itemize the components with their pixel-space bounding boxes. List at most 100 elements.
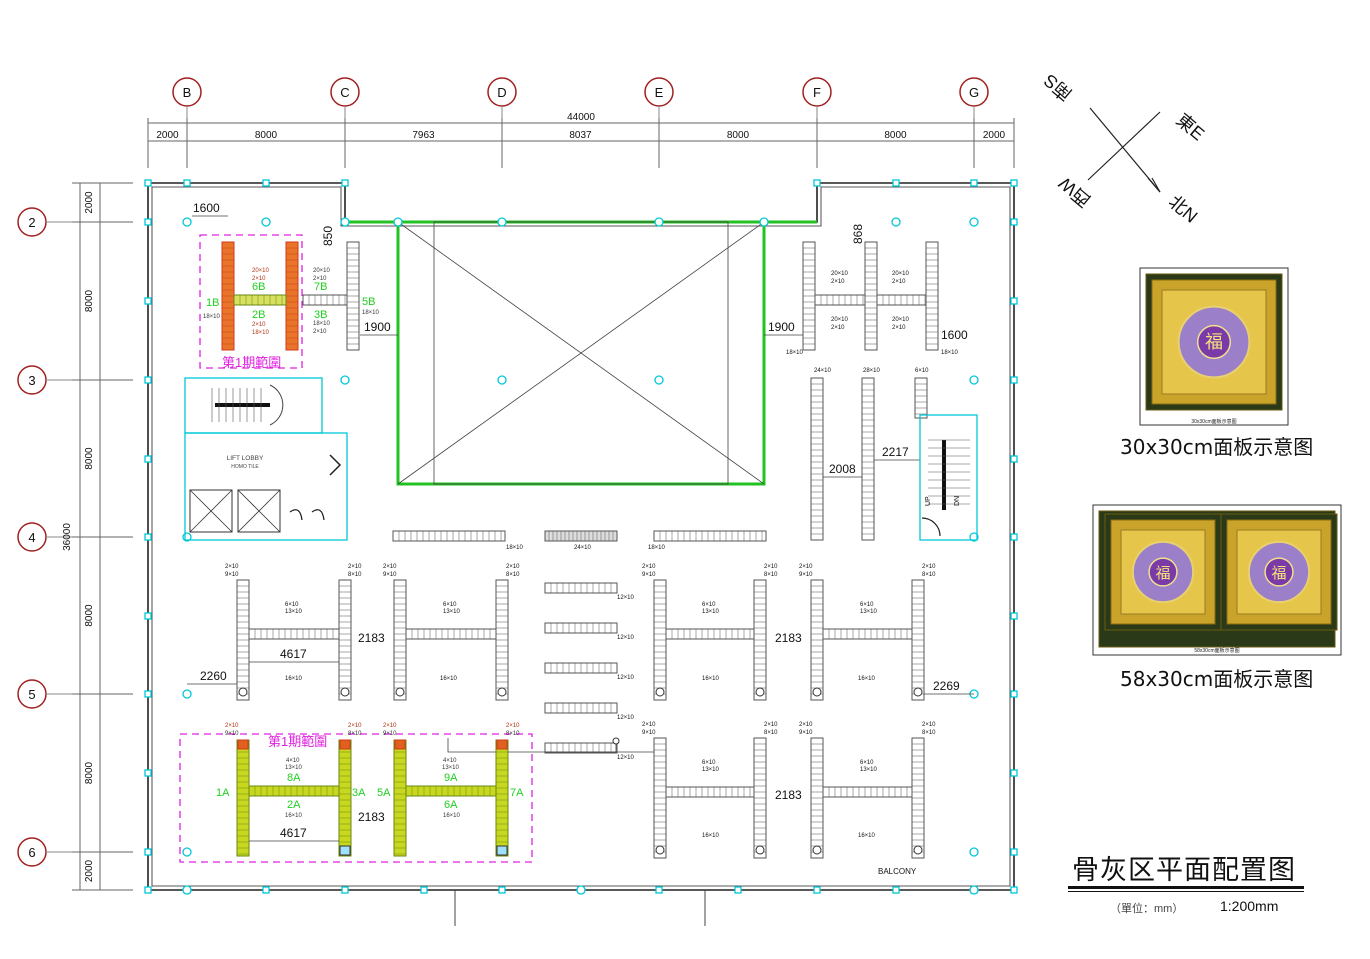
rack-spec: 18×10 (362, 310, 380, 316)
rack-label: 2A (287, 799, 301, 811)
panel-58x30-caption: 58x30cm面板示意图 (1120, 667, 1314, 691)
dim-span-label: 8000 (884, 130, 907, 141)
rack-crossbar (302, 294, 348, 306)
dim-span-label: 7963 (412, 130, 435, 141)
grid-row-label: 2 (28, 215, 35, 230)
column-marker (144, 886, 152, 894)
rack-spec: 2×10 (383, 723, 397, 729)
rack-end-circle (340, 687, 350, 697)
grid-column-label: C (340, 85, 349, 100)
rack-row-single (544, 622, 618, 634)
title-underline-thin (1068, 891, 1304, 892)
rack-label: 9A (444, 772, 458, 784)
rack-spec: 18×10 (648, 545, 666, 551)
dim-span-label: 8000 (727, 130, 750, 141)
rack-gray-tall (861, 377, 875, 541)
column-marker (813, 179, 821, 187)
void-diagonal (397, 221, 765, 485)
rack-spec: 2×10 (348, 564, 362, 570)
panel-medallion-center (1196, 324, 1232, 360)
rack-h-crossbar (405, 628, 497, 640)
rack-spec: 8×10 (764, 730, 778, 736)
rack-label: 3B (314, 309, 327, 321)
rack-spec: 18×10 (313, 321, 331, 327)
rack-spec: 2×10 (313, 329, 327, 335)
column-marker (892, 179, 900, 187)
rack-bar-body (810, 377, 824, 541)
rack-bar-body (861, 377, 875, 541)
rack-row-single (544, 702, 618, 714)
dim-left-span: 2000 (84, 191, 95, 214)
rack-spec: 16×10 (702, 676, 720, 682)
rack-label: 2B (252, 309, 265, 321)
rack-spec: 13×10 (442, 765, 460, 771)
column-marker (1010, 612, 1018, 620)
rack-yellow-post (393, 739, 407, 857)
rack-spec: 2×10 (764, 564, 778, 570)
dim-left-span: 8000 (84, 604, 95, 627)
rack-h-post-right (753, 737, 767, 859)
rack-red-cap (237, 739, 249, 750)
lift-lobby-sub: HOMO TILE (231, 464, 259, 470)
column-marker (144, 218, 152, 226)
rack-spec: 24×10 (574, 545, 592, 551)
rack-spec: 12×10 (617, 635, 635, 641)
rack-bar-body (822, 628, 913, 640)
rack-spec: 9×10 (799, 730, 813, 736)
drawing-title: 骨灰区平面配置图 (1072, 855, 1296, 886)
rack-bar-body (405, 628, 497, 640)
rack-spec: 16×10 (285, 676, 303, 682)
rack-spec: 2×10 (506, 564, 520, 570)
rack-spec: 2×10 (764, 722, 778, 728)
column-marker (1010, 179, 1018, 187)
rack-label: 3A (352, 787, 366, 799)
dim-label: 2269 (933, 679, 960, 693)
column-marker (144, 455, 152, 463)
column-marker (262, 886, 270, 894)
rack-h-post-right (911, 737, 925, 859)
rack-h-crossbar (822, 628, 913, 640)
rack-row-single (544, 582, 618, 594)
rack-bar-body (495, 739, 509, 857)
rack-end-circle (238, 687, 248, 697)
title-underline (1068, 886, 1304, 889)
rack-spec: 13×10 (860, 767, 878, 773)
rack-end-circle (913, 687, 923, 697)
column-circle (182, 885, 192, 895)
rack-spec: 9×10 (225, 572, 239, 578)
rack-spec: 9×10 (383, 731, 397, 737)
rack-h-post-left (810, 579, 824, 701)
rack-spec: 18×10 (506, 545, 524, 551)
rack-h-post-right (753, 579, 767, 701)
rack-spec: 13×10 (285, 765, 303, 771)
rack-end-circle (655, 845, 665, 855)
rack-bar-body (248, 628, 340, 640)
rack-row-single (544, 742, 618, 754)
column-marker (144, 297, 152, 305)
building-inner-outline (151, 186, 1011, 887)
rack-spec: 2×10 (225, 723, 239, 729)
rack-spec: 2×10 (799, 722, 813, 728)
column-circle (393, 217, 403, 227)
dim-total-label: 44000 (567, 112, 595, 123)
rack-spec: 2×10 (313, 276, 327, 282)
phase-boundary-upper (199, 234, 303, 369)
panel-30x30-tiny-caption: 30x30cm面板示意图 (1191, 418, 1236, 425)
rack-yellow-post (495, 739, 509, 857)
rack-yellow-crossbar (405, 785, 497, 797)
rack-red-cap (394, 739, 406, 750)
rack-end-circle (755, 687, 765, 697)
door-swing (329, 454, 342, 476)
column-circle (497, 217, 507, 227)
panel-medallion-glyph: 福 (1205, 332, 1223, 352)
rack-spec: 2×10 (348, 723, 362, 729)
rack-spec: 9×10 (383, 572, 397, 578)
dim-label: 1600 (941, 328, 968, 342)
column-circle (969, 217, 979, 227)
rack-end-circle (655, 687, 665, 697)
rack-label: 5B (362, 296, 375, 308)
scale-note: 1:200mm (1220, 898, 1279, 914)
panel-medallion-glyph: 福 (1271, 565, 1286, 582)
